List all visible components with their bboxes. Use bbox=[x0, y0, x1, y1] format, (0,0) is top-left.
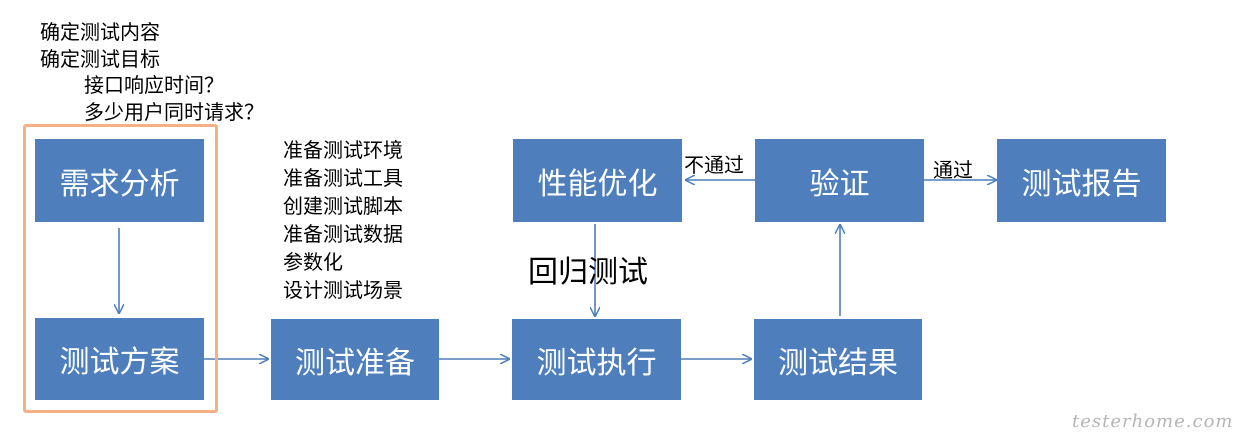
prep-note-1: 准备测试环境 bbox=[283, 138, 403, 162]
goal-subnote-line-2: 多少用户同时请求？ bbox=[84, 100, 264, 124]
box-test-prep: 测试准备 bbox=[271, 319, 439, 400]
prep-note-6: 设计测试场景 bbox=[283, 278, 403, 302]
watermark: testerhome.com bbox=[1072, 411, 1234, 432]
box-performance-optimize: 性能优化 bbox=[513, 139, 682, 222]
box-test-execute: 测试执行 bbox=[512, 319, 681, 400]
box-test-plan: 测试方案 bbox=[35, 318, 204, 400]
box-verify: 验证 bbox=[755, 139, 924, 222]
prep-note-2: 准备测试工具 bbox=[283, 166, 403, 190]
box-test-report: 测试报告 bbox=[997, 139, 1166, 222]
edge-label-fail: 不通过 bbox=[684, 153, 744, 177]
goal-note-line-2: 确定测试目标 bbox=[40, 47, 160, 71]
box-requirements-analysis: 需求分析 bbox=[35, 139, 204, 222]
edge-label-regression: 回归测试 bbox=[528, 255, 648, 290]
planning-phase-frame bbox=[23, 124, 218, 413]
prep-note-4: 准备测试数据 bbox=[283, 222, 403, 246]
goal-note-line-1: 确定测试内容 bbox=[40, 20, 160, 44]
prep-note-5: 参数化 bbox=[283, 250, 343, 274]
box-test-results: 测试结果 bbox=[754, 319, 922, 400]
prep-note-3: 创建测试脚本 bbox=[283, 194, 403, 218]
goal-subnote-line-1: 接口响应时间？ bbox=[84, 73, 224, 97]
edge-label-pass: 通过 bbox=[933, 158, 973, 182]
